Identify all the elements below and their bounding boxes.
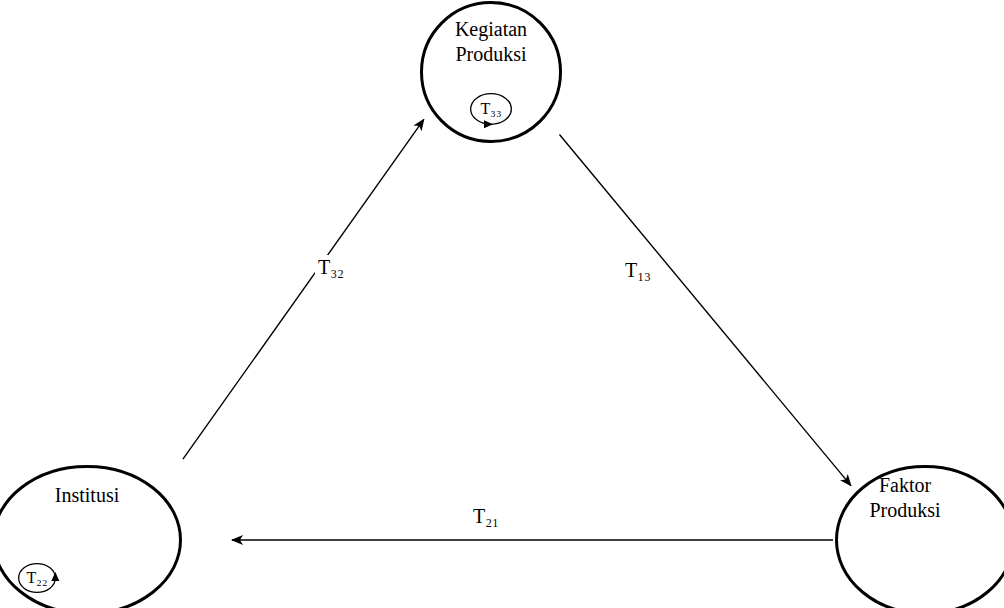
outline bbox=[837, 467, 1004, 608]
flow-label: T₁₃ bbox=[622, 258, 654, 282]
loop-label: T₂₂ bbox=[18, 563, 56, 593]
process-ellipse: Faktor Produksi bbox=[835, 465, 1004, 608]
loop-arrowhead bbox=[484, 120, 493, 128]
self-loop: T₃₃ bbox=[470, 93, 512, 125]
flow-arrow bbox=[559, 135, 851, 486]
loop-label: T₃₃ bbox=[470, 93, 512, 125]
process-circle: Kegiatan ProduksiT₃₃ bbox=[420, 1, 562, 143]
flow-label: T₃₂ bbox=[315, 255, 347, 279]
outline bbox=[471, 94, 512, 125]
outline bbox=[0, 467, 181, 608]
loop-arrowhead bbox=[51, 572, 59, 581]
outline bbox=[19, 564, 56, 593]
outline bbox=[422, 3, 561, 142]
node-label: Institusi bbox=[22, 483, 152, 508]
self-loop: T₂₂ bbox=[18, 563, 56, 593]
node-label: Kegiatan Produksi bbox=[436, 17, 546, 67]
flow-arrow bbox=[183, 119, 424, 459]
flow-label: T₂₁ bbox=[470, 504, 502, 528]
flow-arrow bbox=[232, 539, 833, 540]
process-ellipse: InstitusiT₂₂ bbox=[0, 465, 182, 608]
node-label: Faktor Produksi bbox=[855, 473, 955, 523]
